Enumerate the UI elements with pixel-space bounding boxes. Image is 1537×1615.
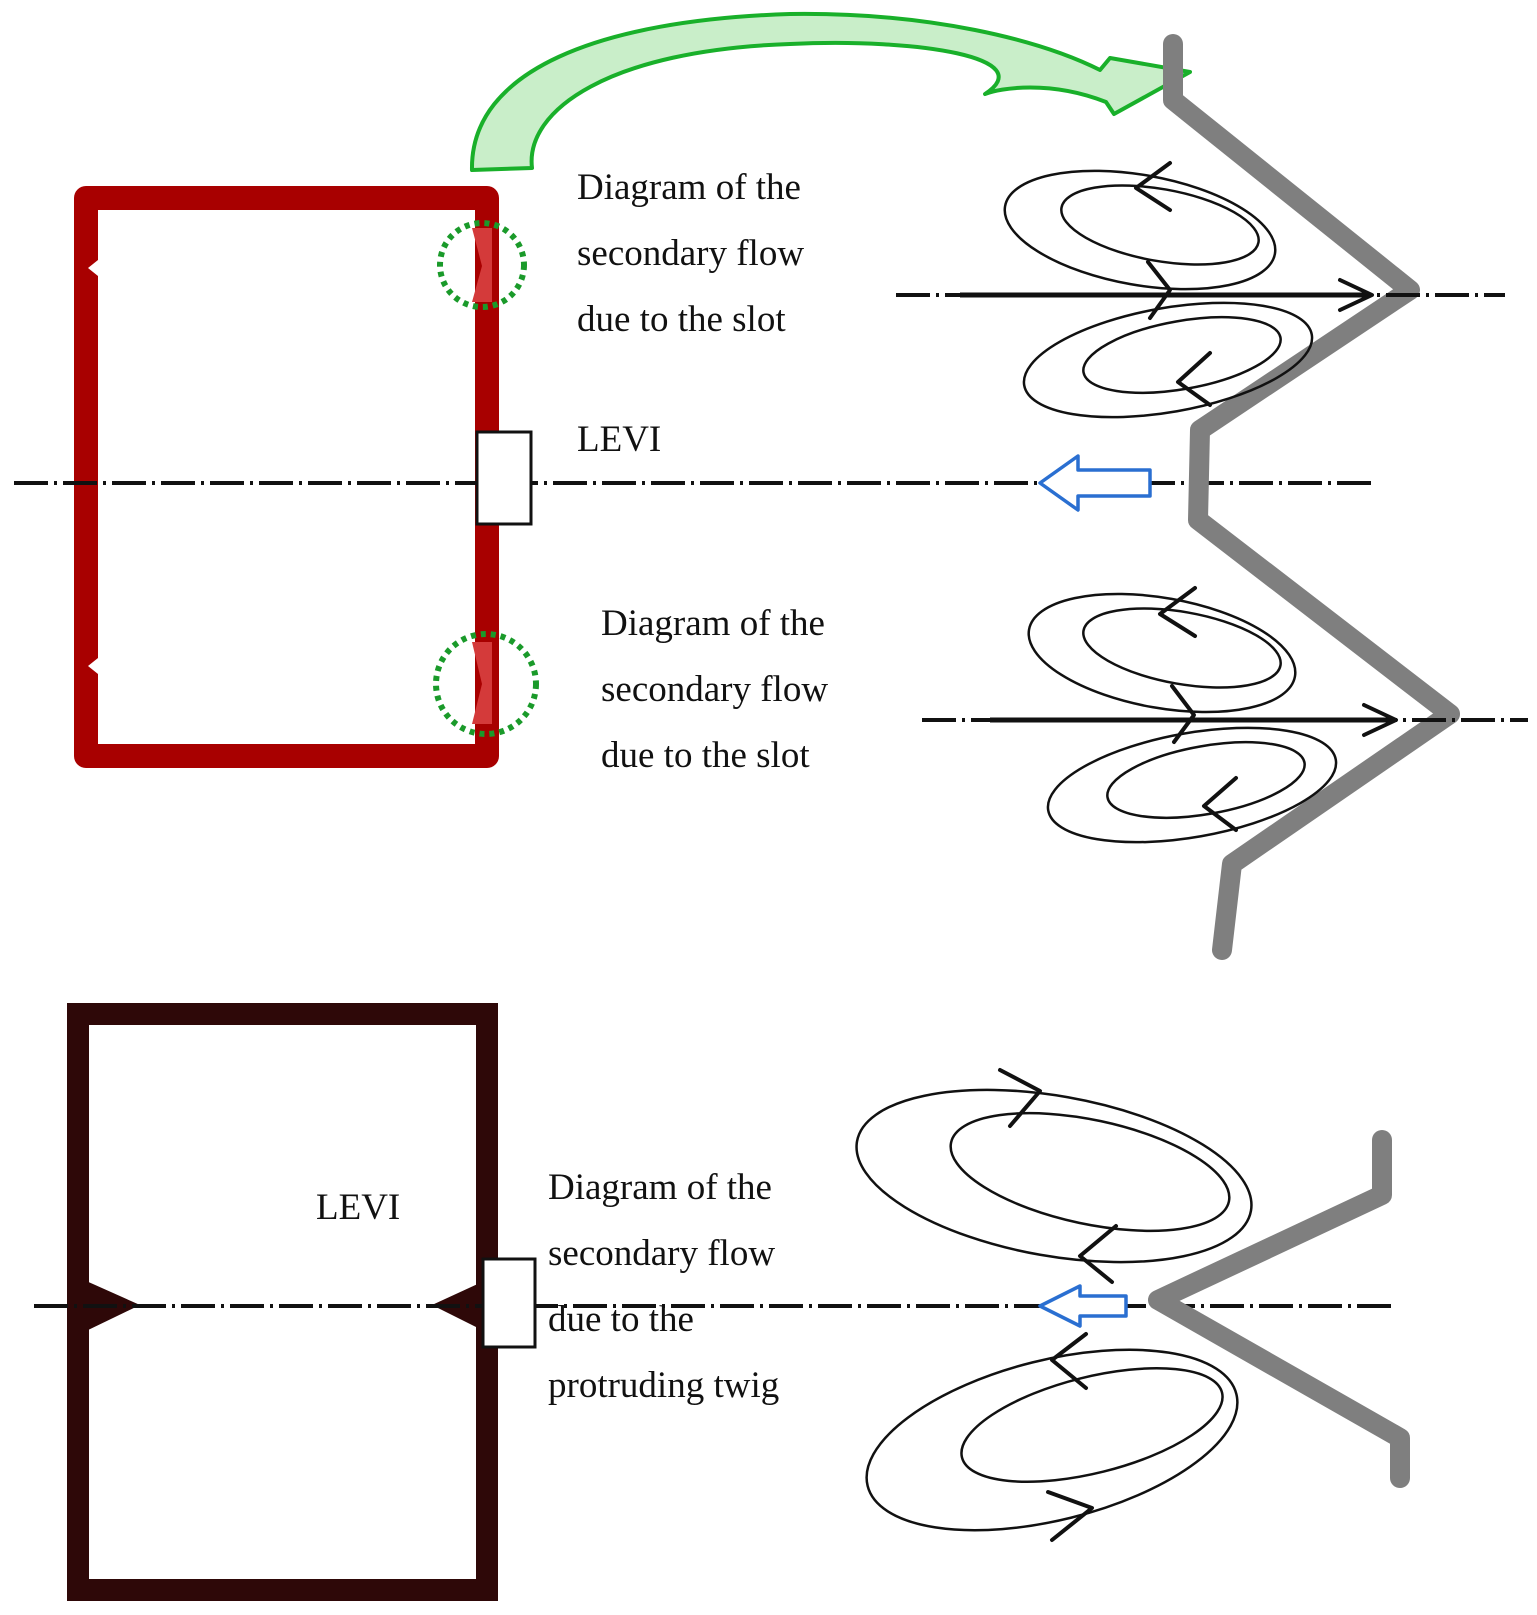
bottom-blue-flow-arrow xyxy=(1038,1284,1128,1328)
vortex-loop xyxy=(1022,301,1314,419)
bottom-label-line3: due to the xyxy=(548,1299,694,1340)
bottom-label-line1: Diagram of the xyxy=(548,1167,772,1208)
vortex-loop xyxy=(865,1348,1239,1532)
bottom-levi-label: LEVI xyxy=(316,1187,400,1228)
vortex-loop xyxy=(855,1088,1253,1264)
vortex-arrowhead xyxy=(1046,1490,1094,1542)
upper-flow-arrowhead xyxy=(1338,278,1374,312)
bottom-levi-box xyxy=(481,1257,537,1349)
slot-marker-lower xyxy=(433,631,539,737)
bottom-mould-wall xyxy=(1148,1130,1410,1488)
vortex-loop xyxy=(1106,741,1306,819)
top-blue-flow-arrow xyxy=(1038,454,1152,512)
vortex-loop xyxy=(949,1111,1231,1233)
vortex-crossing-mark xyxy=(1146,260,1172,320)
top-lower-label-line2: secondary flow xyxy=(601,669,828,710)
vortex-loop xyxy=(1082,607,1282,689)
vortex-arrowhead xyxy=(1134,161,1172,212)
top-mould-box xyxy=(74,186,499,768)
vortex-loop xyxy=(1060,184,1260,266)
vortex-loop xyxy=(1046,726,1338,844)
left-wall-notch-lower xyxy=(88,658,98,674)
bottom-label-line4: protruding twig xyxy=(548,1365,779,1406)
left-wall-notch-upper xyxy=(88,260,98,276)
top-lower-label-line1: Diagram of the xyxy=(601,603,825,644)
vortex-arrowhead xyxy=(998,1068,1042,1128)
top-upper-label-line2: secondary flow xyxy=(577,233,804,274)
vortex-crossing-mark xyxy=(1170,684,1196,744)
bottom-mould-box xyxy=(67,1003,498,1601)
top-upper-label-line3: due to the slot xyxy=(577,299,786,340)
bottom-flow-vortex xyxy=(855,1068,1253,1542)
slot-marker-upper xyxy=(437,220,527,310)
top-upper-label-line1: Diagram of the xyxy=(577,167,801,208)
bottom-label-line2: secondary flow xyxy=(548,1233,775,1274)
top-mould-wall xyxy=(1163,34,1460,960)
vortex-arrowhead xyxy=(1158,586,1197,638)
vortex-arrowhead xyxy=(1202,776,1238,832)
vortex-loop xyxy=(960,1367,1224,1483)
lower-flow-vortex xyxy=(922,586,1528,844)
vortex-arrowhead xyxy=(1176,351,1212,407)
top-lower-label-line3: due to the slot xyxy=(601,735,810,776)
lower-flow-arrowhead xyxy=(1362,703,1398,737)
vortex-arrowhead xyxy=(1050,1332,1088,1390)
top-panel: Diagram of the secondary flow due to the… xyxy=(14,11,1528,960)
top-levi-box xyxy=(475,430,533,526)
vortex-loop xyxy=(1027,592,1297,714)
green-curved-arrow xyxy=(469,11,1192,172)
upper-flow-vortex xyxy=(896,161,1505,419)
top-levi-label: LEVI xyxy=(577,419,661,460)
vortex-arrowhead xyxy=(1078,1224,1118,1284)
vortex-loop xyxy=(1003,169,1277,291)
bottom-panel: LEVI Diagram of the secondary flow due t… xyxy=(34,1003,1410,1601)
